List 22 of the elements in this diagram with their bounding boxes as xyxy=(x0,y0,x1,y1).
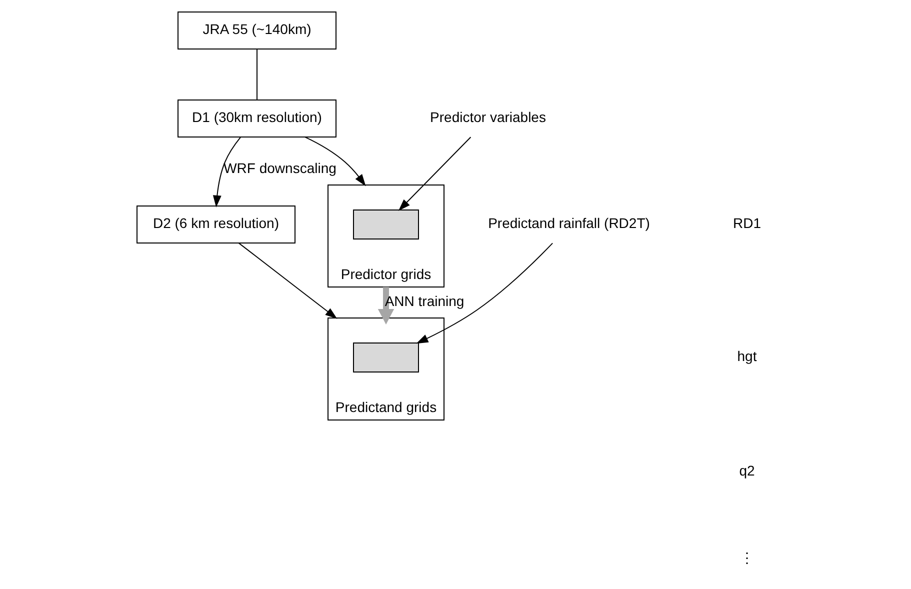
arrow xyxy=(212,136,241,208)
arrow xyxy=(378,287,394,324)
node-text: Predictor variables xyxy=(430,109,546,126)
arrow xyxy=(304,136,366,186)
edge-label: WRF downscaling xyxy=(224,160,336,176)
label: RD1 xyxy=(732,215,762,232)
cluster: Predictand grids xyxy=(328,318,444,420)
cluster: Predictor grids xyxy=(328,184,444,288)
label: q2 xyxy=(739,462,755,479)
arrow xyxy=(398,136,472,211)
node-box xyxy=(353,342,419,372)
node-box: JRA 55 (~140km) xyxy=(178,12,336,50)
arrow xyxy=(238,242,338,319)
label: ⋮ xyxy=(740,550,754,566)
connector xyxy=(256,48,258,100)
label: hgt xyxy=(737,348,757,364)
arrow xyxy=(416,242,554,344)
node-box xyxy=(353,210,419,240)
node-box: D2 (6 km resolution) xyxy=(136,206,296,244)
edge-label: ANN training xyxy=(384,293,464,310)
node-text: Predictand rainfall (RD2T) xyxy=(488,215,650,232)
node-box: D1 (30km resolution) xyxy=(178,100,336,138)
